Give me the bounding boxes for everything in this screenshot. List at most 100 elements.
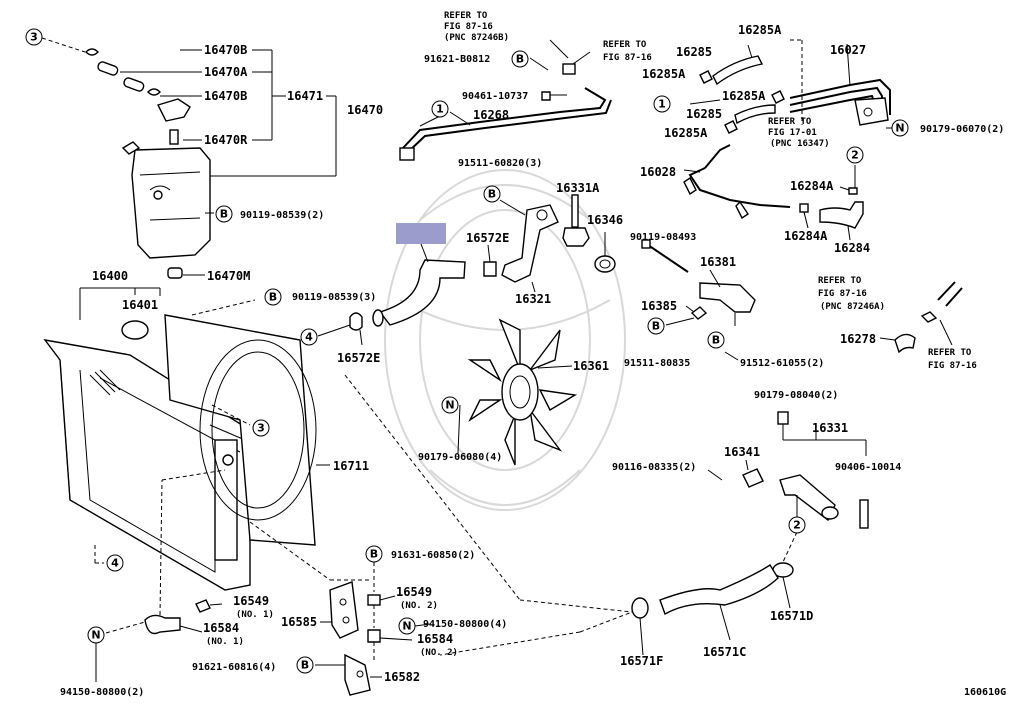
fan-group xyxy=(457,318,578,466)
svg-text:N: N xyxy=(402,620,411,633)
part-number-labels: 16470B 16470A 16470B 16471 16470 16470R … xyxy=(60,23,1006,698)
ref-87-16-b-line3: (PNC 87246B) xyxy=(444,33,509,43)
svg-text:3: 3 xyxy=(257,422,265,435)
ref-87-16-a-line2: FIG 87-16 xyxy=(818,289,867,299)
bypass-pipe-group xyxy=(399,39,612,161)
label-16284A-2: 16284A xyxy=(784,229,828,243)
ref-87-16-top-line1: REFER TO xyxy=(603,40,647,50)
svg-text:N: N xyxy=(895,122,904,135)
label-90179-06070: 90179-06070(2) xyxy=(920,124,1004,135)
label-16028: 16028 xyxy=(640,165,676,179)
ref-17-01-line3: (PNC 16347) xyxy=(770,139,830,149)
label-90461-10737: 90461-10737 xyxy=(462,91,528,102)
label-16346: 16346 xyxy=(587,213,623,227)
marker-B: B xyxy=(707,331,725,349)
label-16470A: 16470A xyxy=(204,65,248,79)
label-16400: 16400 xyxy=(92,269,128,283)
label-16571C: 16571C xyxy=(703,645,746,659)
ref-87-16-bottom-line1: REFER TO xyxy=(928,348,972,358)
ref-87-16-top-line2: FIG 87-16 xyxy=(603,53,652,63)
label-90179-08040: 90179-08040(2) xyxy=(754,390,838,401)
svg-text:1: 1 xyxy=(658,98,666,111)
marker-B: B xyxy=(511,50,529,68)
label-16385: 16385 xyxy=(641,299,677,313)
svg-text:B: B xyxy=(488,188,496,201)
label-16470: 16470 xyxy=(347,103,383,117)
svg-text:B: B xyxy=(301,659,309,672)
marker-2: 2 xyxy=(788,516,806,534)
label-91511-60820: 91511-60820(3) xyxy=(458,158,542,169)
label-16284A-1: 16284A xyxy=(790,179,834,193)
svg-text:2: 2 xyxy=(793,519,801,532)
label-16549-2: 16549 xyxy=(396,585,432,599)
label-16549-2-sub: (NO. 2) xyxy=(400,601,438,611)
label-16361: 16361 xyxy=(573,359,609,373)
highlight-box xyxy=(396,223,446,244)
marker-1: 1 xyxy=(431,100,449,118)
label-16585: 16585 xyxy=(281,615,317,629)
svg-text:N: N xyxy=(91,629,100,642)
ref-87-16-a-line3: (PNC 87246A) xyxy=(820,302,885,312)
svg-text:4: 4 xyxy=(111,557,119,570)
label-16471: 16471 xyxy=(287,89,323,103)
label-16341: 16341 xyxy=(724,445,760,459)
ref-87-16-bottom-line2: FIG 87-16 xyxy=(928,361,977,371)
label-16711: 16711 xyxy=(333,459,369,473)
svg-text:4: 4 xyxy=(305,331,313,344)
label-16027: 16027 xyxy=(830,43,866,57)
label-94150-80800-4: 94150-80800(4) xyxy=(423,619,507,630)
svg-text:B: B xyxy=(516,53,524,66)
water-inlet-group xyxy=(499,194,616,293)
svg-text:B: B xyxy=(652,320,660,333)
label-16321: 16321 xyxy=(515,292,551,306)
water-outlet-group xyxy=(344,374,869,656)
marker-N: N xyxy=(398,617,416,635)
label-90116-08335: 90116-08335(2) xyxy=(612,462,696,473)
marker-B: B xyxy=(647,317,665,335)
label-91631-60850: 91631-60850(2) xyxy=(391,550,475,561)
reservoir-group xyxy=(41,37,337,279)
label-16285-2: 16285 xyxy=(686,107,722,121)
label-16285-1: 16285 xyxy=(676,45,712,59)
label-16278: 16278 xyxy=(840,332,876,346)
label-16572E-1: 16572E xyxy=(337,351,380,365)
heater-pipe-group xyxy=(683,39,963,354)
marker-N: N xyxy=(891,119,909,137)
label-16285A-1: 16285A xyxy=(738,23,782,37)
marker-3: 3 xyxy=(25,28,43,46)
label-90406-10014: 90406-10014 xyxy=(835,462,901,473)
label-16584-1-sub: (NO. 1) xyxy=(206,637,244,647)
marker-3: 3 xyxy=(252,419,270,437)
marker-B: B xyxy=(483,185,501,203)
label-16381: 16381 xyxy=(700,255,736,269)
marker-B: B xyxy=(215,205,233,223)
label-16285A-3: 16285A xyxy=(722,89,766,103)
label-94150-80800-2: 94150-80800(2) xyxy=(60,687,144,698)
label-16401: 16401 xyxy=(122,298,158,312)
marker-4: 4 xyxy=(300,328,318,346)
drain-bracket-group xyxy=(95,469,431,696)
label-90119-08539-2: 90119-08539(2) xyxy=(240,210,324,221)
marker-B: B xyxy=(296,656,314,674)
label-16572E-2: 16572E xyxy=(466,231,509,245)
ref-87-16-b-line2: FIG 87-16 xyxy=(444,22,493,32)
label-16549-1-sub: (NO. 1) xyxy=(236,610,274,620)
marker-2: 2 xyxy=(846,146,864,164)
label-16582: 16582 xyxy=(384,670,420,684)
label-16470M: 16470M xyxy=(207,269,250,283)
marker-4: 4 xyxy=(106,554,124,572)
label-16470B-1: 16470B xyxy=(204,43,247,57)
ref-17-01-line2: FIG 17-01 xyxy=(768,128,817,138)
marker-1: 1 xyxy=(653,95,671,113)
label-91511-80835: 91511-80835 xyxy=(624,358,690,369)
svg-text:2: 2 xyxy=(851,149,859,162)
label-16470B-2: 16470B xyxy=(204,89,247,103)
ref-87-16-a-line1: REFER TO xyxy=(818,276,862,286)
marker-N: N xyxy=(441,396,459,414)
label-91621-B0812: 91621-B0812 xyxy=(424,54,490,65)
label-90119-08539-3: 90119-08539(3) xyxy=(292,292,376,303)
label-16268: 16268 xyxy=(473,108,509,122)
label-90119-08493: 90119-08493 xyxy=(630,232,696,243)
label-91621-60816: 91621-60816(4) xyxy=(192,662,276,673)
